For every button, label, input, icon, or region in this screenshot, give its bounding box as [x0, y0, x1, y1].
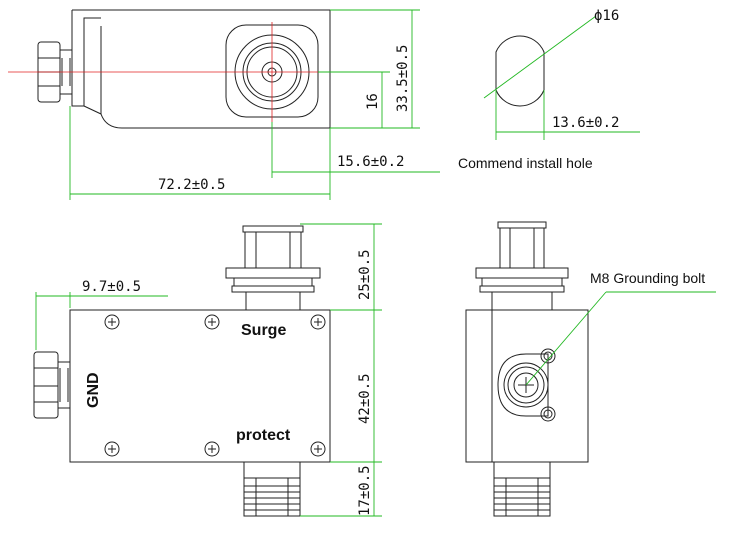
top-connector [225, 225, 321, 311]
surge-label: Surge [241, 322, 286, 339]
dim-gnd-offset: 9.7±0.5 [82, 279, 141, 295]
front-view [33, 223, 382, 517]
dim-center-offset: 15.6±0.2 [337, 154, 404, 170]
gnd-bolt [33, 351, 71, 419]
bracket-outline [71, 9, 105, 107]
ground-side-body [465, 309, 589, 463]
ground-side-view [465, 221, 716, 517]
install-hole-view [483, 15, 640, 140]
install-hole-label: Commend install hole [458, 155, 593, 171]
dim-body-height: 42±0.5 [357, 373, 373, 424]
dim-overall-length: 72.2±0.5 [158, 177, 225, 193]
dim-height-side: 33.5±0.5 [395, 45, 411, 112]
gnd-label: GND [85, 372, 102, 408]
dim-bottom-connector: 17±0.5 [357, 465, 373, 516]
dim-connector-height: 16 [365, 93, 381, 110]
front-body [69, 309, 331, 463]
dim-hole-diameter: ϕ16 [594, 8, 619, 24]
install-hole-outline [495, 35, 545, 107]
side-body-outline [100, 9, 331, 129]
protect-label: protect [236, 427, 291, 444]
side-view [8, 9, 440, 200]
dim-hole-flat: 13.6±0.2 [552, 115, 619, 131]
grounding-bolt-label: M8 Grounding bolt [590, 270, 705, 286]
bottom-connector [243, 461, 301, 517]
front-screws [104, 314, 326, 457]
dim-top-connector: 25±0.5 [357, 249, 373, 300]
